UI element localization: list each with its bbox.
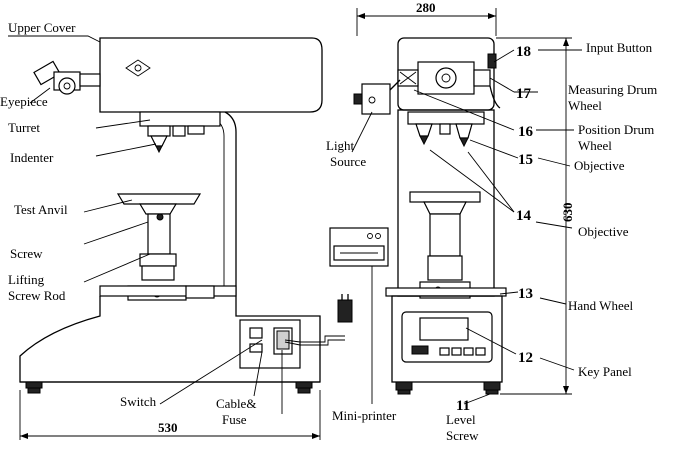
label-screw: Screw [10,246,43,261]
eyepiece-assembly [33,60,101,95]
width-dimension-side [19,390,321,440]
front-view [353,8,572,395]
column-inner [213,117,225,286]
label-objective-upper: Objective [574,158,625,173]
side-view [19,37,353,440]
front-turret [407,111,485,148]
part-labels: Upper Cover Eyepiece Turret Indenter Tes… [0,20,657,443]
label-measuring-drum-wheel-1: Measuring Drum [568,82,657,97]
callout-17: 17 [516,86,532,102]
label-test-anvil: Test Anvil [14,202,68,217]
logo-badge [125,59,151,77]
test-anvil-assembly [99,193,237,301]
callout-15: 15 [518,152,533,168]
label-level-screw-2: Screw [446,428,479,443]
column-back [224,111,237,296]
label-light-source-1: Light [326,138,355,153]
label-upper-cover: Upper Cover [8,20,76,35]
label-indenter: Indenter [10,150,54,165]
label-input-button: Input Button [586,40,653,55]
dimension-530: 530 [158,420,178,435]
side-feet [25,381,313,394]
mini-printer-device [329,227,389,267]
front-base [391,295,503,383]
dimension-630: 630 [560,203,575,223]
power-plug [337,294,353,323]
label-position-drum-wheel-2: Wheel [578,138,612,153]
label-eyepiece: Eyepiece [0,94,48,109]
label-cable-fuse-2: Fuse [222,412,247,427]
label-lifting-screw-rod-2: Screw Rod [8,288,66,303]
rear-power-panel [239,319,345,369]
label-cable-fuse-1: Cable& [216,396,256,411]
leader-lines [8,35,582,414]
label-measuring-drum-wheel-2: Wheel [568,98,602,113]
callout-11: 11 [456,398,470,414]
callout-12: 12 [518,350,533,366]
width-dimension-front [356,8,497,36]
label-mini-printer: Mini-printer [332,408,397,423]
label-level-screw-1: Level [446,412,476,427]
label-turret: Turret [8,120,40,135]
turret-assembly [139,111,221,154]
callout-13: 13 [518,286,533,302]
dimension-values: 280 530 630 [158,0,575,435]
light-source-lamp [353,79,401,115]
callout-16: 16 [518,124,534,140]
label-lifting-screw-rod-1: Lifting [8,272,45,287]
upper-cover-body [99,37,323,113]
label-key-panel: Key Panel [578,364,632,379]
callout-18: 18 [516,44,531,60]
label-switch: Switch [120,394,157,409]
callout-14: 14 [516,208,532,224]
dimension-280: 280 [416,0,436,15]
front-anvil [385,191,507,299]
label-position-drum-wheel-1: Position Drum [578,122,654,137]
callout-numbers: 18 17 16 15 14 13 12 11 [456,44,534,414]
height-dimension-front [496,37,572,395]
label-hand-wheel: Hand Wheel [568,298,633,313]
label-light-source-2: Source [330,154,366,169]
label-objective-lower: Objective [578,224,629,239]
front-feet [395,381,501,395]
